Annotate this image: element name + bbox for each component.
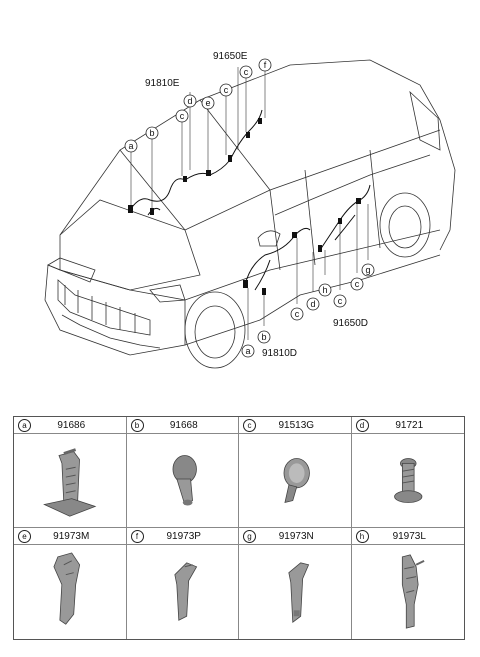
callout-91650D: 91650D bbox=[333, 318, 368, 329]
part-number: 91668 bbox=[169, 419, 198, 431]
letter-c-top: c bbox=[180, 111, 185, 121]
clip-illustration bbox=[14, 434, 126, 527]
part-number: 91973M bbox=[53, 530, 90, 542]
bolt-illustration bbox=[352, 434, 465, 527]
letter-h-bottom: h bbox=[322, 285, 327, 295]
part-cell-header: e 91973M bbox=[14, 528, 126, 545]
letter-d-bottom: d bbox=[310, 299, 315, 309]
grommet-illustration bbox=[239, 434, 351, 527]
protector-illustration bbox=[14, 545, 126, 639]
protector-illustration bbox=[352, 545, 465, 639]
grommet-illustration bbox=[127, 434, 239, 527]
letter-d-top: d bbox=[187, 96, 192, 106]
part-cell-c: c 91513G bbox=[239, 417, 352, 528]
part-cell-h: h 91973L bbox=[351, 528, 465, 639]
part-letter: c bbox=[243, 418, 256, 432]
letter-a-bottom: a bbox=[245, 346, 250, 356]
part-cell-e: e 91973M bbox=[14, 528, 127, 639]
part-cell-g: g 91973N bbox=[239, 528, 352, 639]
letter-a-top: a bbox=[128, 141, 133, 151]
part-cell-header: a 91686 bbox=[14, 417, 126, 434]
part-cell-header: b 91668 bbox=[126, 417, 238, 434]
part-letter: d bbox=[355, 418, 369, 432]
letter-c-top-3: c bbox=[244, 67, 249, 77]
callout-91810E: 91810E bbox=[145, 78, 180, 89]
part-letter: f bbox=[130, 529, 144, 543]
part-number: 91513G bbox=[278, 419, 315, 431]
letter-c-top-2: c bbox=[224, 85, 229, 95]
part-letter: a bbox=[18, 418, 31, 432]
part-cell-b: b 91668 bbox=[126, 417, 239, 528]
part-cell-d: d 91721 bbox=[351, 417, 465, 528]
protector-illustration bbox=[239, 545, 351, 639]
letter-c-bottom: c bbox=[295, 309, 300, 319]
part-letter: b bbox=[130, 418, 144, 432]
letter-c-bottom-2: c bbox=[338, 296, 343, 306]
part-number: 91973P bbox=[166, 530, 201, 542]
part-number: 91721 bbox=[395, 419, 424, 431]
letter-c-bottom-3: c bbox=[355, 279, 360, 289]
part-letter: e bbox=[18, 529, 31, 543]
letter-b-top: b bbox=[149, 128, 154, 138]
callout-91650E: 91650E bbox=[213, 51, 248, 62]
letter-f-top: f bbox=[264, 60, 267, 70]
letter-g-bottom: g bbox=[365, 265, 370, 275]
part-letter: g bbox=[243, 529, 256, 543]
part-number: 91686 bbox=[57, 419, 86, 431]
part-cell-header: c 91513G bbox=[239, 417, 351, 434]
callout-91810D: 91810D bbox=[262, 348, 297, 359]
part-cell-a: a 91686 bbox=[14, 417, 127, 528]
connectors bbox=[128, 118, 361, 295]
vehicle-outline bbox=[44, 59, 456, 369]
part-number: 91973L bbox=[392, 530, 426, 542]
part-number: 91973N bbox=[278, 530, 314, 542]
wiring-harnesses bbox=[129, 109, 371, 291]
vehicle-wiring-diagram: 91810E 91650E 91650D 91810D a b c d e c … bbox=[44, 51, 456, 369]
leader-lines bbox=[130, 67, 369, 340]
protector-illustration bbox=[127, 545, 239, 639]
parts-table: a 91686 b 91668 c 91513G bbox=[13, 416, 465, 640]
part-cell-header: f 91973P bbox=[126, 528, 238, 545]
letter-b-bottom: b bbox=[261, 332, 266, 342]
part-cell-header: h 91973L bbox=[351, 528, 464, 545]
part-cell-header: d 91721 bbox=[351, 417, 464, 434]
letter-callouts bbox=[124, 58, 375, 358]
part-letter: h bbox=[355, 529, 369, 543]
part-cell-f: f 91973P bbox=[126, 528, 239, 639]
part-cell-header: g 91973N bbox=[239, 528, 351, 545]
letter-e-top: e bbox=[205, 98, 210, 108]
